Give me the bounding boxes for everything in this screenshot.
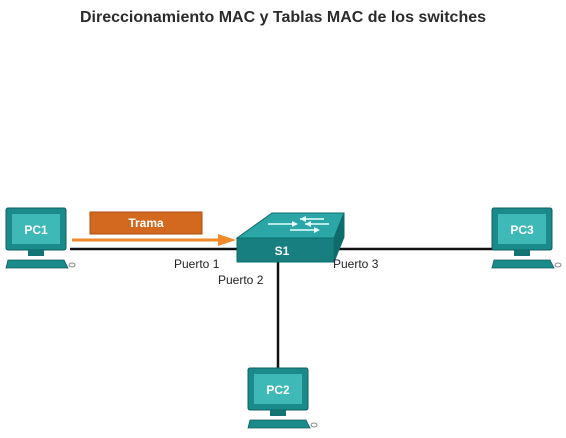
port-3-label: Puerto 3 [333, 257, 379, 271]
switch-top-face [235, 212, 345, 239]
port-1-label: Puerto 1 [174, 257, 220, 271]
pc1-mouse-icon [68, 262, 76, 268]
pc1-label: PC1 [24, 223, 48, 237]
pc3-stand [514, 250, 530, 256]
port-2-label: Puerto 2 [218, 273, 264, 287]
pc2-label: PC2 [266, 383, 290, 397]
pc1-screen [12, 214, 60, 244]
pc1-keyboard [5, 259, 69, 269]
pc2-stand [270, 410, 286, 416]
pc3-keyboard [491, 259, 555, 269]
pc2: PC2 [247, 367, 318, 429]
frame-box [89, 211, 203, 235]
switch-label: S1 [275, 244, 290, 258]
frame-label: Trama [128, 216, 164, 230]
frame: Trama [72, 211, 236, 246]
pc3-screen [498, 214, 546, 244]
pc2-screen [254, 374, 302, 404]
frame-arrow-head [218, 234, 236, 246]
switch-s1: S1 [235, 212, 345, 263]
pc3-label: PC3 [510, 223, 534, 237]
pc3: PC3 [491, 207, 562, 269]
pc3-mouse-icon [554, 262, 562, 268]
pc2-mouse-icon [310, 422, 318, 428]
switch-side-face [333, 212, 345, 263]
pc1-stand [28, 250, 44, 256]
pc1: PC1 [5, 207, 76, 269]
pc2-keyboard [247, 419, 311, 429]
switch-arrows-icon [268, 216, 329, 233]
page-title: Direccionamiento MAC y Tablas MAC de los… [79, 9, 487, 26]
